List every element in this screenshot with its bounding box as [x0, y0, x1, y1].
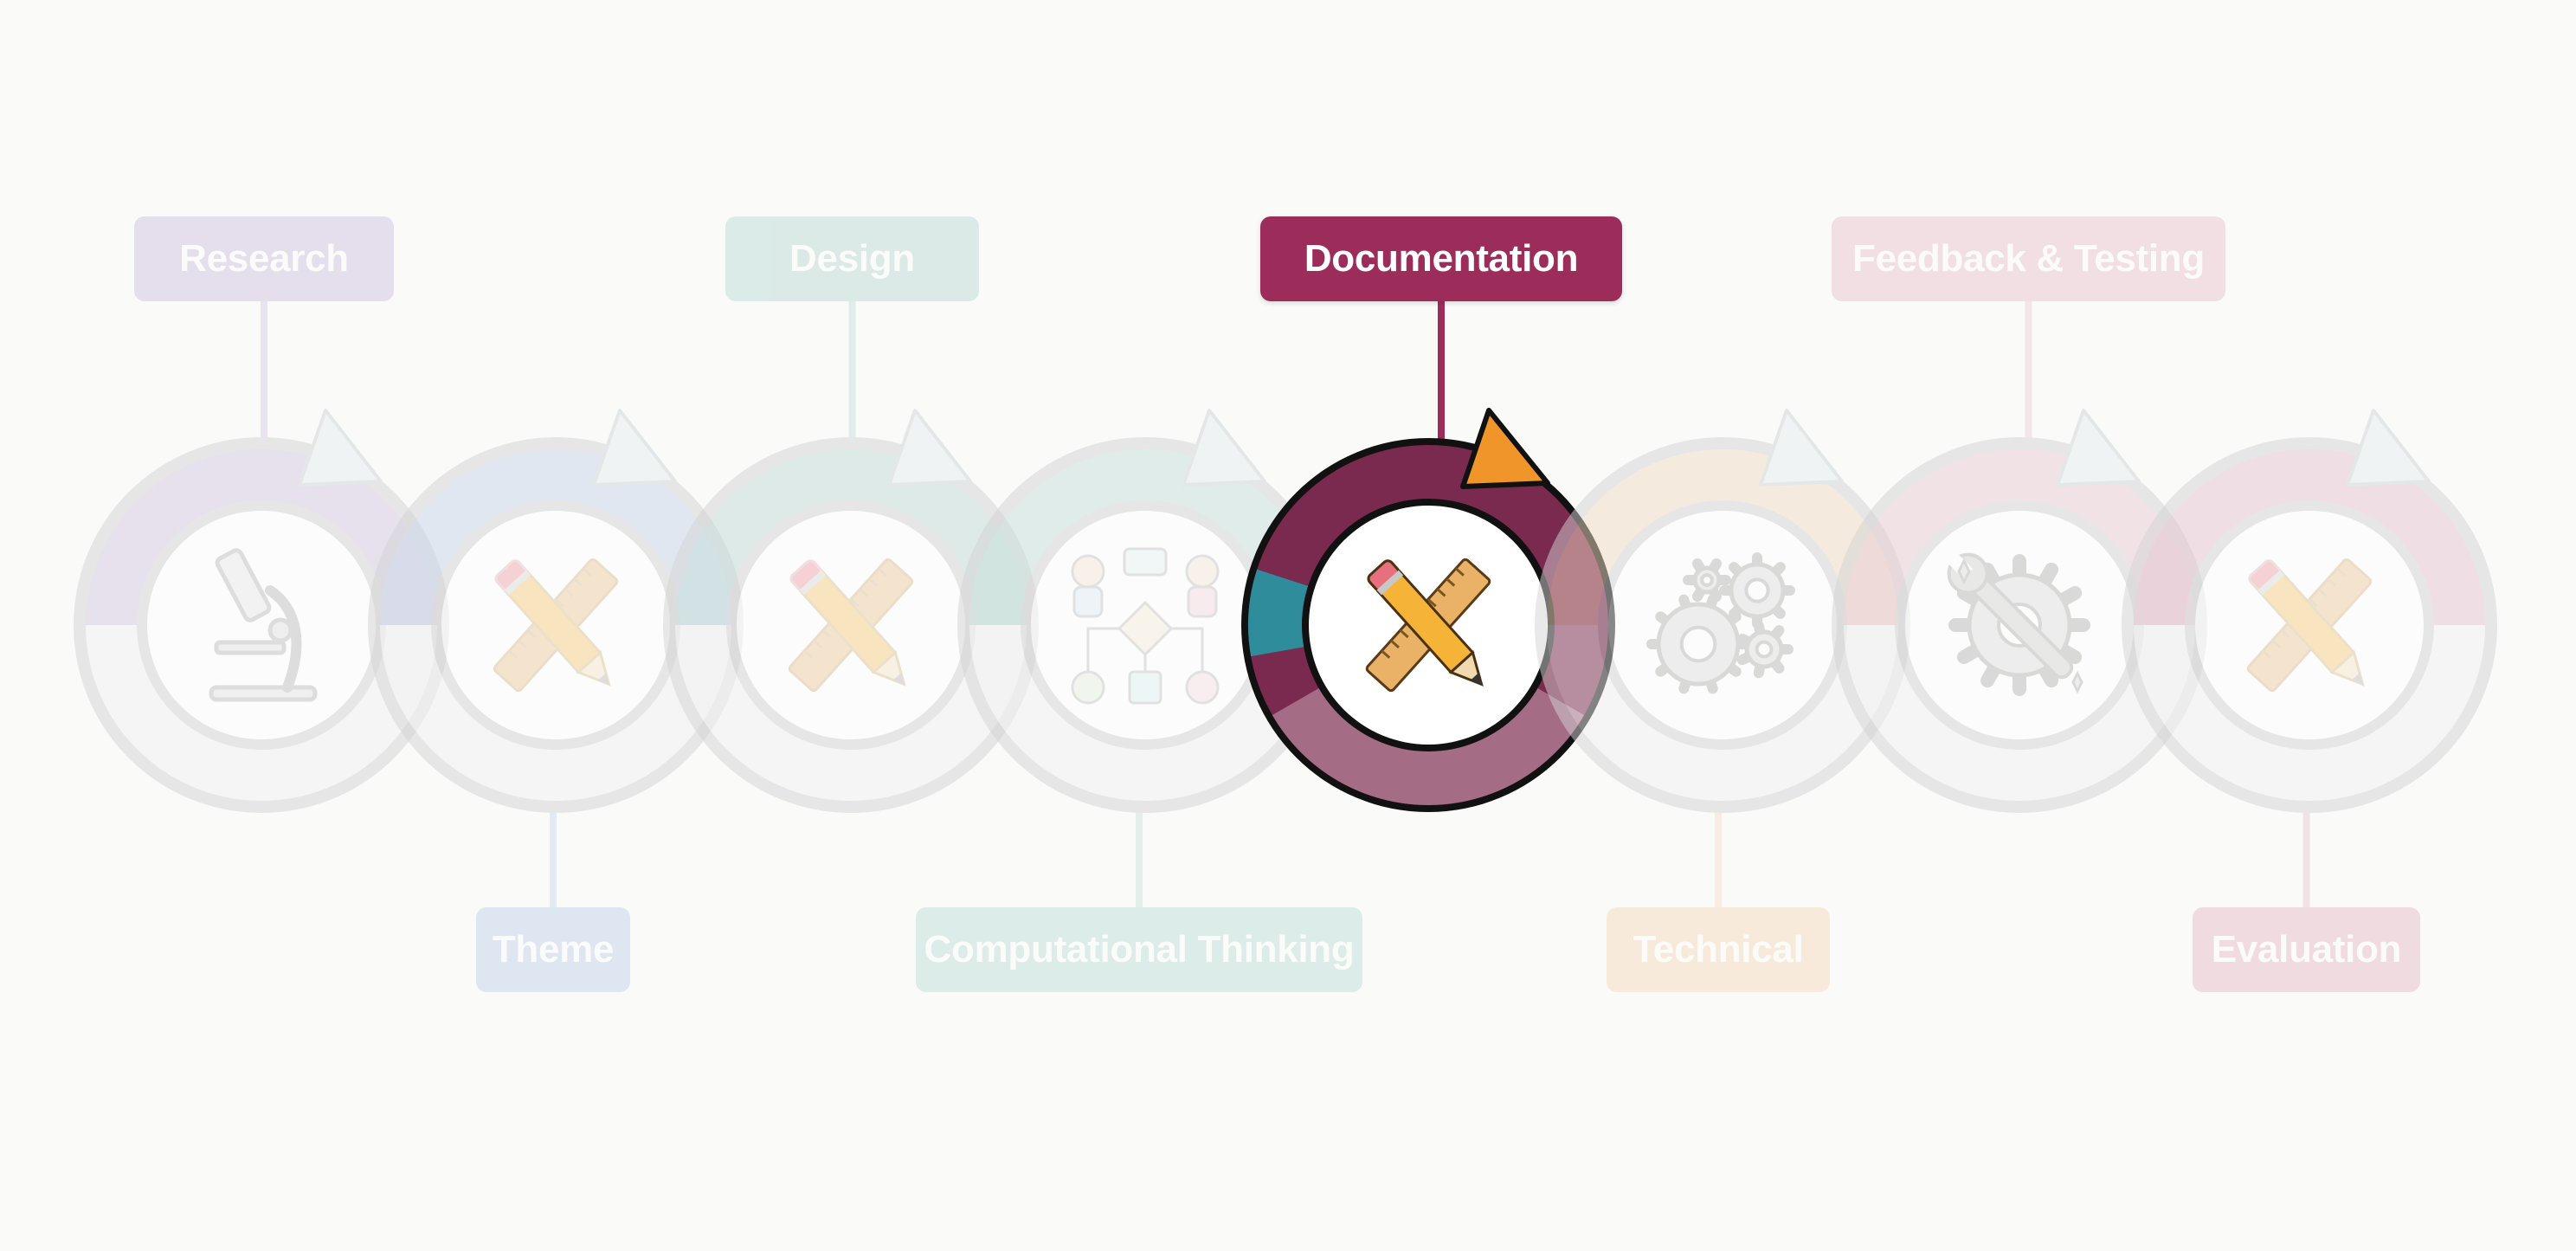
- stage-feedback-testing[interactable]: [1832, 301, 2207, 813]
- stage-theme[interactable]: [368, 409, 744, 907]
- stage-computational-thinking[interactable]: [957, 409, 1333, 907]
- pencil-shape: [789, 559, 906, 687]
- ring-center: [2185, 500, 2434, 750]
- pencil-shape: [1367, 559, 1484, 687]
- ruler-pencil-icon: [1365, 558, 1491, 693]
- ruler-pencil-icon: [493, 558, 619, 693]
- label-text: Feedback & Testing: [1852, 237, 2205, 280]
- label-documentation[interactable]: Documentation: [1260, 216, 1622, 301]
- label-text: Design: [789, 237, 915, 280]
- arrow-head: [1460, 408, 1550, 489]
- label-feedback-testing[interactable]: Feedback & Testing: [1832, 216, 2225, 301]
- label-research[interactable]: Research: [134, 216, 394, 301]
- gears-icon: [1646, 552, 1795, 694]
- ruler-shape: [2246, 558, 2373, 693]
- pencil-shape: [2248, 559, 2365, 687]
- stage-evaluation[interactable]: [2122, 409, 2497, 907]
- label-text: Technical: [1633, 928, 1804, 970]
- ruler-shape: [788, 558, 914, 693]
- stage-technical[interactable]: [1535, 409, 1910, 907]
- label-text: Documentation: [1304, 237, 1579, 280]
- pencil-shape: [494, 559, 611, 687]
- label-evaluation[interactable]: Evaluation: [2193, 907, 2420, 992]
- label-technical[interactable]: Technical: [1607, 907, 1830, 992]
- ruler-shape: [493, 558, 619, 693]
- label-text: Computational Thinking: [924, 928, 1355, 970]
- microscope-icon: [209, 548, 318, 702]
- stage-documentation[interactable]: [1241, 301, 1615, 812]
- label-computational-thinking[interactable]: Computational Thinking: [916, 907, 1362, 992]
- label-text: Theme: [492, 928, 615, 970]
- flowchart-people-icon: [1071, 547, 1220, 705]
- label-theme[interactable]: Theme: [476, 907, 630, 992]
- arrow-head: [1182, 409, 1266, 487]
- arrow-head: [2346, 409, 2431, 487]
- arrow-head: [298, 409, 383, 487]
- gear-wrench-icon: [1947, 552, 2090, 696]
- arrow-head: [887, 409, 972, 487]
- ring-center: [137, 500, 386, 750]
- stage-research[interactable]: [74, 301, 449, 813]
- label-design[interactable]: Design: [725, 216, 979, 301]
- arrow-head: [2056, 409, 2141, 487]
- ruler-pencil-icon: [2246, 558, 2373, 693]
- arrow-head: [1759, 409, 1844, 487]
- ruler-pencil-icon: [788, 558, 914, 693]
- stage-design[interactable]: [663, 301, 1039, 813]
- label-text: Research: [179, 237, 349, 280]
- arrow-head: [592, 409, 677, 487]
- ring-outline: [2122, 437, 2497, 813]
- label-text: Evaluation: [2211, 928, 2402, 970]
